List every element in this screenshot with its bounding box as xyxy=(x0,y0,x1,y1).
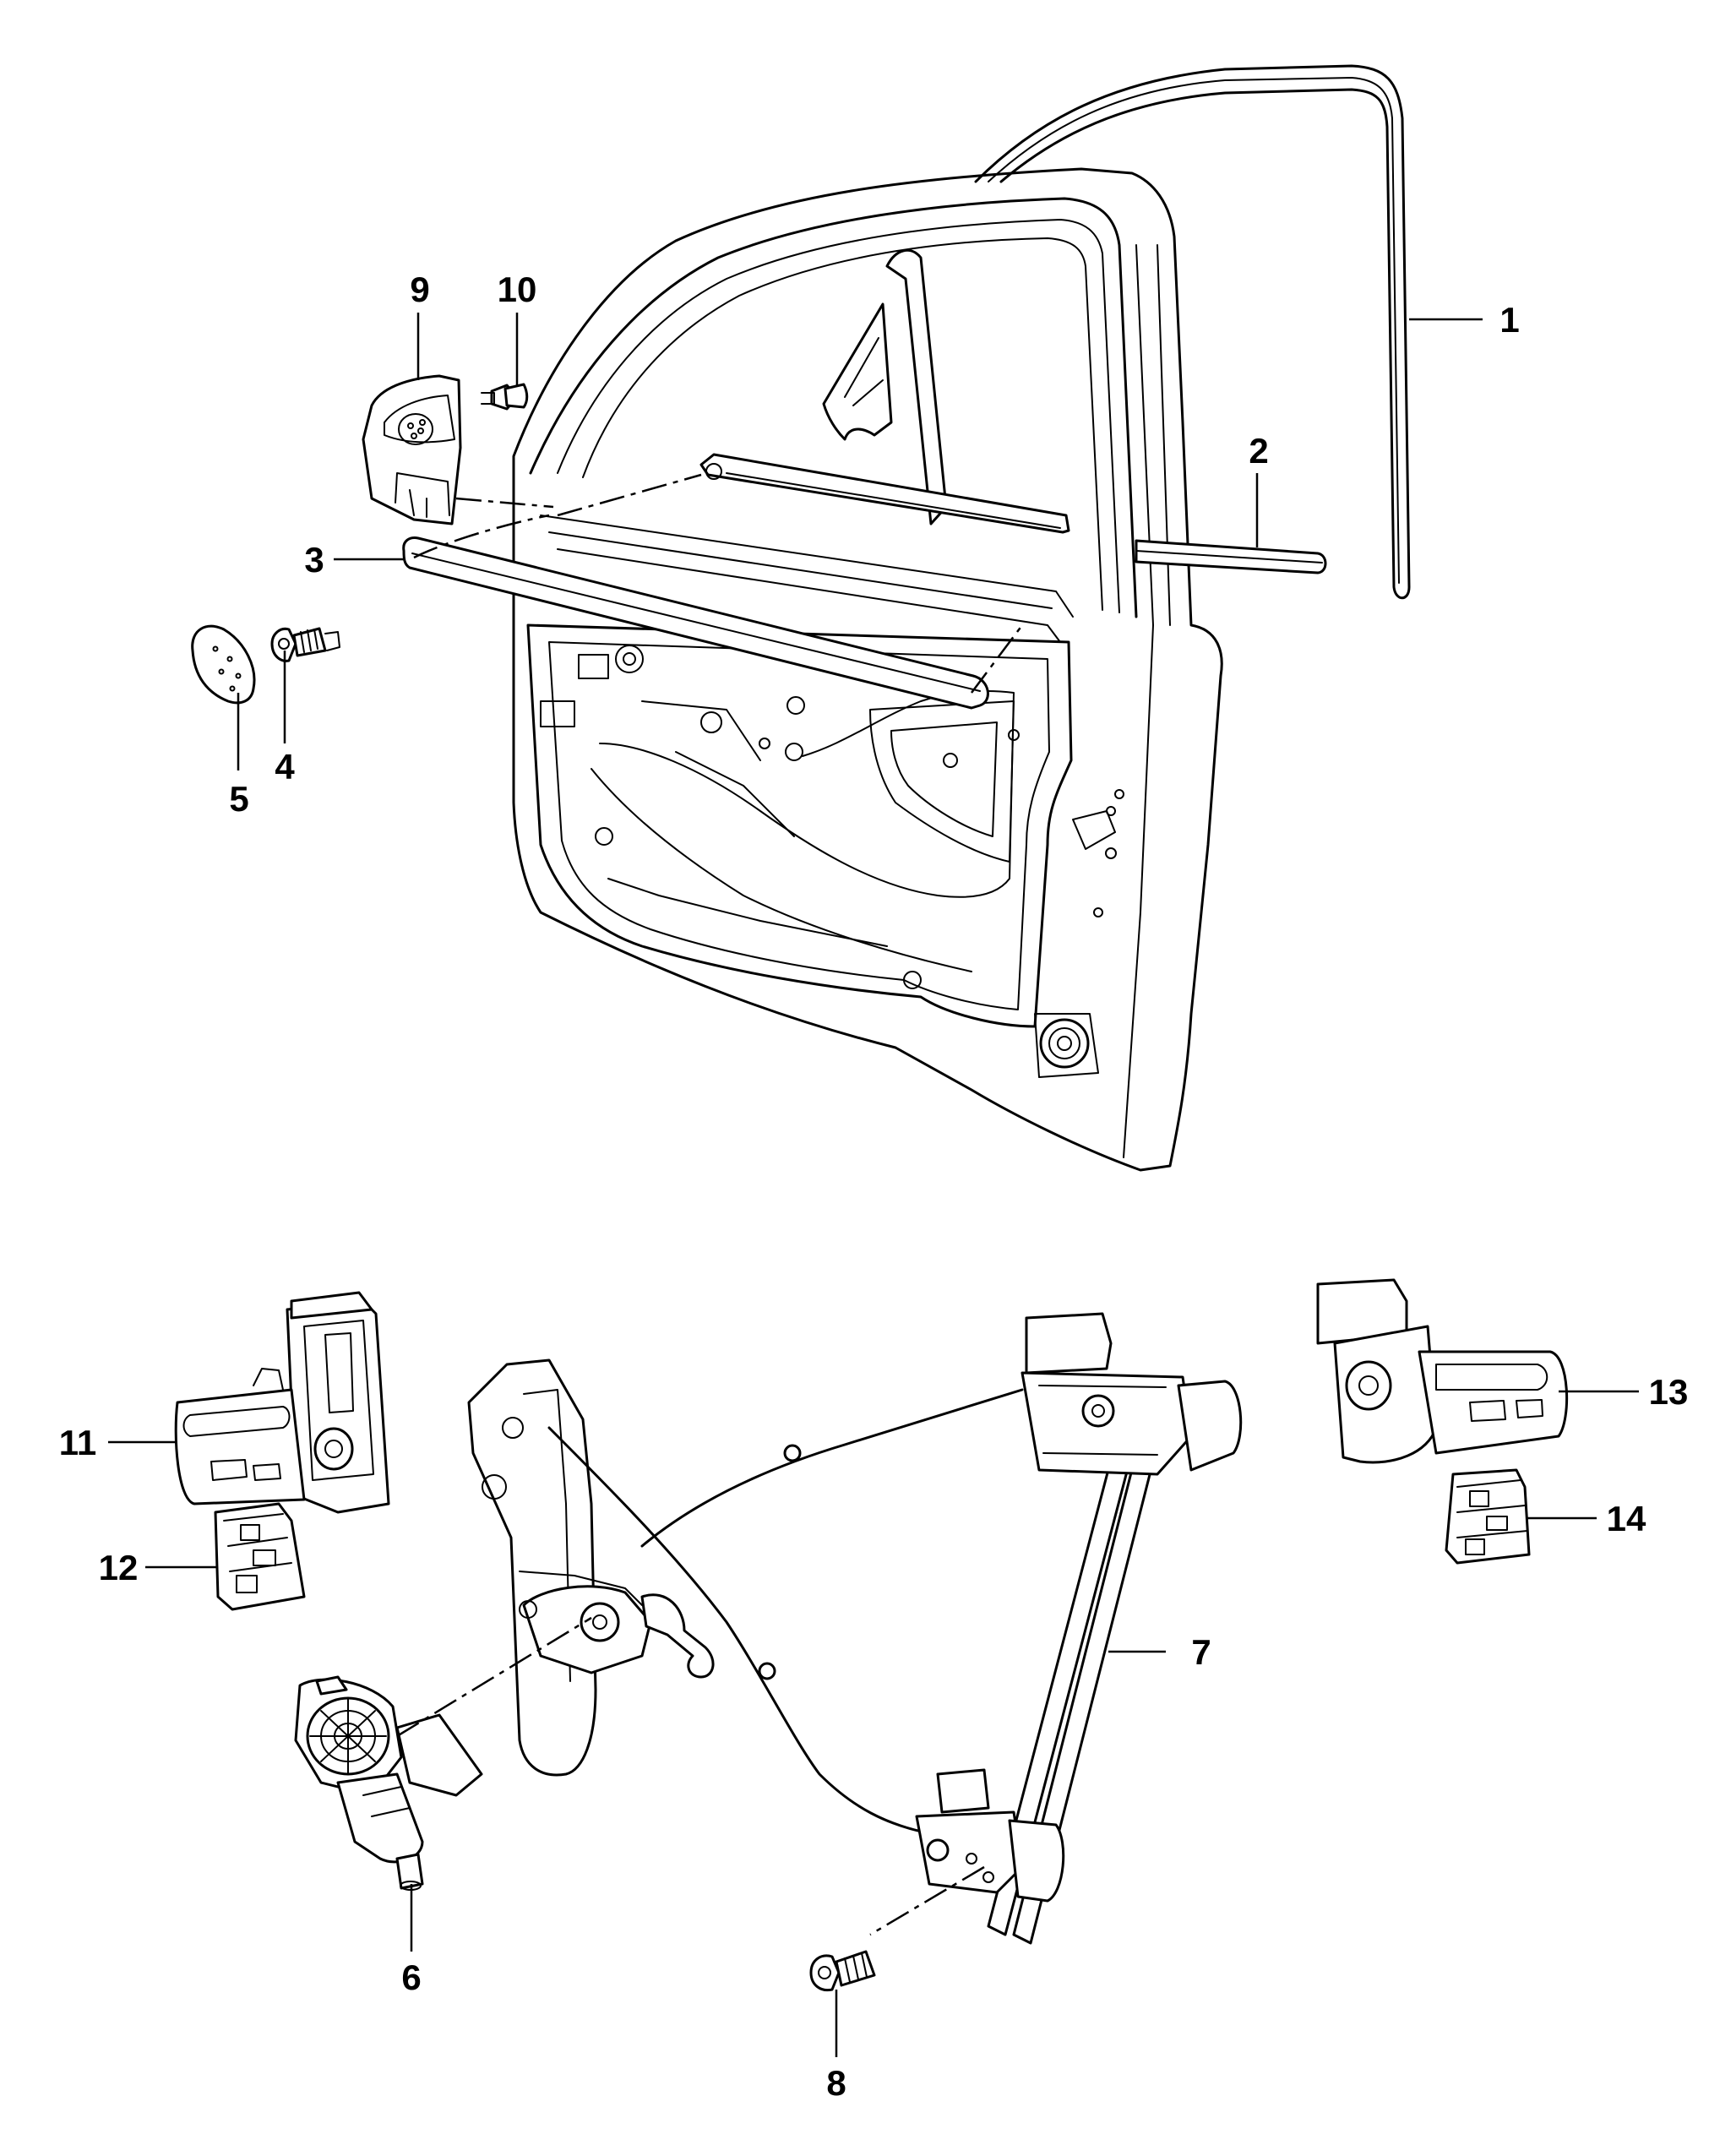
part-11-door-lock-left xyxy=(174,1291,390,1514)
callout-14: 14 xyxy=(1607,1499,1646,1538)
callout-10: 10 xyxy=(498,270,537,309)
part-3-outer-waist-strip xyxy=(402,473,1023,710)
part-7-window-regulator xyxy=(467,1312,1243,1945)
callout-4: 4 xyxy=(275,747,295,787)
part-4-bolt xyxy=(270,627,340,662)
part-12-lock-insert-left xyxy=(214,1502,306,1611)
part-14-lock-insert-right xyxy=(1445,1468,1531,1565)
callout-9: 9 xyxy=(410,270,429,309)
part-5-cap xyxy=(191,624,256,705)
part-13-door-lock-right xyxy=(1316,1278,1569,1464)
callout-labels: 1 2 3 4 5 6 7 8 9 10 11 12 13 14 xyxy=(59,270,1689,2103)
part-9-mirror-cover xyxy=(362,374,554,525)
callout-1: 1 xyxy=(1499,300,1519,340)
part-2-inner-waist-strip xyxy=(699,453,1327,574)
part-6-regulator-motor xyxy=(294,1616,592,1891)
part-10-clip xyxy=(481,383,529,411)
part-1-window-seal xyxy=(974,64,1411,600)
callout-5: 5 xyxy=(229,779,248,819)
callout-12: 12 xyxy=(99,1548,139,1587)
callout-7: 7 xyxy=(1191,1632,1211,1672)
callout-3: 3 xyxy=(304,540,324,580)
callout-8: 8 xyxy=(826,2063,846,2103)
callout-13: 13 xyxy=(1649,1372,1689,1412)
door-body xyxy=(512,167,1223,1172)
callout-6: 6 xyxy=(401,1957,421,1997)
callout-2: 2 xyxy=(1249,431,1268,471)
leader-lines xyxy=(108,313,1639,2057)
part-8-bolt xyxy=(809,1950,876,1992)
callout-11: 11 xyxy=(59,1423,96,1462)
